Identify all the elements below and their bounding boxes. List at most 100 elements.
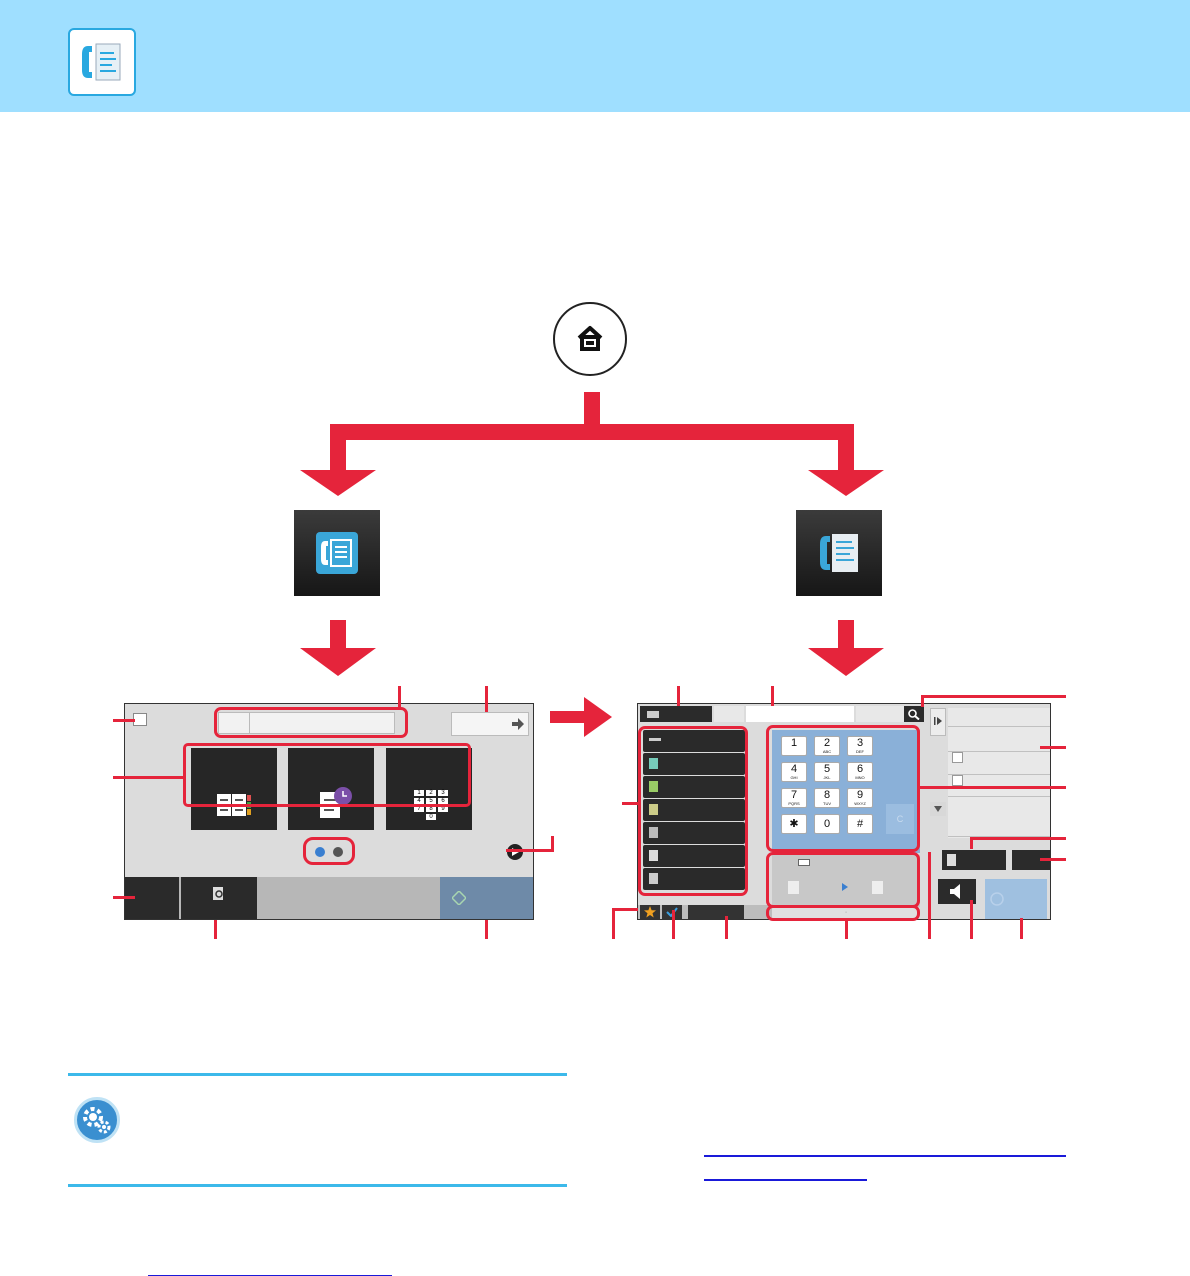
callout-line: [113, 719, 135, 722]
settings-panel: [948, 708, 1050, 838]
expand-panel-button[interactable]: [930, 708, 946, 736]
callout-line: [725, 916, 728, 939]
keypad-icon: 1 2 3 4 5 6 7 8 9 0: [414, 790, 450, 820]
page-indicator[interactable]: [333, 847, 343, 857]
arrow-down-icon: [808, 470, 884, 496]
callout-line: [845, 921, 848, 939]
flow-connector: [838, 424, 854, 476]
highlight-box: [214, 707, 408, 738]
callout-line: [970, 837, 1066, 840]
flow-connector: [550, 711, 588, 723]
original-settings-icon[interactable]: [133, 713, 147, 726]
checkbox[interactable]: [952, 752, 963, 763]
highlight-box: [766, 905, 920, 921]
destination-tab[interactable]: [714, 706, 744, 722]
menu-button[interactable]: [643, 730, 745, 752]
callout-line: [622, 802, 640, 805]
menu-button[interactable]: [643, 799, 745, 821]
collapse-button[interactable]: [930, 802, 946, 816]
callout-line: [1040, 858, 1066, 861]
start-button[interactable]: [440, 877, 533, 919]
destination-field-2[interactable]: [856, 706, 910, 722]
speaker-button[interactable]: [938, 879, 976, 904]
callout-line: [214, 920, 217, 939]
home-icon: [577, 326, 603, 351]
callout-line: [677, 686, 680, 706]
menu-button[interactable]: [643, 753, 745, 775]
check-icon: [666, 907, 678, 917]
callout-line: [506, 849, 554, 852]
menu-button[interactable]: [643, 822, 745, 844]
highlight-box: [183, 743, 471, 807]
other-button[interactable]: [688, 905, 744, 919]
arrow-right-icon: [842, 883, 848, 891]
start-button[interactable]: [985, 879, 1047, 919]
menu-button[interactable]: [643, 868, 745, 890]
preview-button[interactable]: [181, 877, 257, 919]
reference-link[interactable]: [704, 1179, 867, 1181]
flow-connector: [330, 620, 346, 650]
key-0[interactable]: 0: [814, 814, 840, 834]
key-1[interactable]: 1: [781, 736, 807, 756]
search-button[interactable]: [904, 706, 924, 722]
flow-connector: [838, 620, 854, 650]
key-asterisk[interactable]: ✱: [781, 814, 807, 834]
callout-line: [485, 686, 488, 712]
other-settings-button[interactable]: [1012, 850, 1050, 870]
preview-button[interactable]: [942, 850, 1006, 870]
callout-line: [771, 686, 774, 706]
arrow-right-icon: [512, 718, 524, 730]
arrow-down-icon: [300, 648, 376, 676]
key-hash[interactable]: #: [847, 814, 873, 834]
callout-line: [612, 908, 638, 911]
callout-line: [672, 910, 675, 939]
destination-field[interactable]: [218, 712, 395, 734]
flow-connector: [330, 424, 346, 476]
address-book-key[interactable]: [191, 748, 277, 830]
next-button[interactable]: [451, 712, 529, 736]
note-rule-bottom: [68, 1184, 567, 1187]
checkbox[interactable]: [952, 775, 963, 786]
clear-key[interactable]: C: [886, 804, 914, 834]
callout-line: [398, 686, 401, 707]
note-rule-top: [68, 1073, 567, 1076]
callout-line: [485, 920, 488, 939]
destination-input[interactable]: [746, 706, 854, 722]
menu-button[interactable]: [643, 776, 745, 798]
home-button[interactable]: [553, 302, 627, 376]
preview-icon: [947, 854, 956, 866]
expand-icon: [934, 717, 942, 725]
arrow-down-icon: [808, 648, 884, 676]
callout-line: [113, 896, 135, 899]
reference-link[interactable]: [704, 1155, 1066, 1157]
scroll-next-button[interactable]: [507, 844, 523, 860]
status-bar: ·: [772, 908, 920, 918]
page-indicator-active[interactable]: [315, 847, 325, 857]
arrow-right-icon: [584, 697, 612, 737]
easy-fax-app-icon[interactable]: [294, 510, 380, 596]
callout-line: [113, 776, 185, 779]
callout-line: [920, 786, 1066, 789]
start-icon: [990, 892, 1004, 906]
highlight-box: [638, 726, 748, 896]
original-info-panel: [772, 855, 920, 907]
menu-button[interactable]: [643, 845, 745, 867]
header-band: [0, 0, 1190, 112]
fax-document-icon: [68, 28, 136, 96]
start-icon: [452, 891, 466, 905]
fax-app-icon[interactable]: [796, 510, 882, 596]
favorites-button[interactable]: [640, 905, 660, 919]
address-tab[interactable]: [640, 706, 712, 722]
highlight-box: [766, 852, 920, 908]
direct-entry-key[interactable]: 1 2 3 4 5 6 7 8 9 0: [386, 748, 472, 830]
arrow-down-icon: [300, 470, 376, 496]
